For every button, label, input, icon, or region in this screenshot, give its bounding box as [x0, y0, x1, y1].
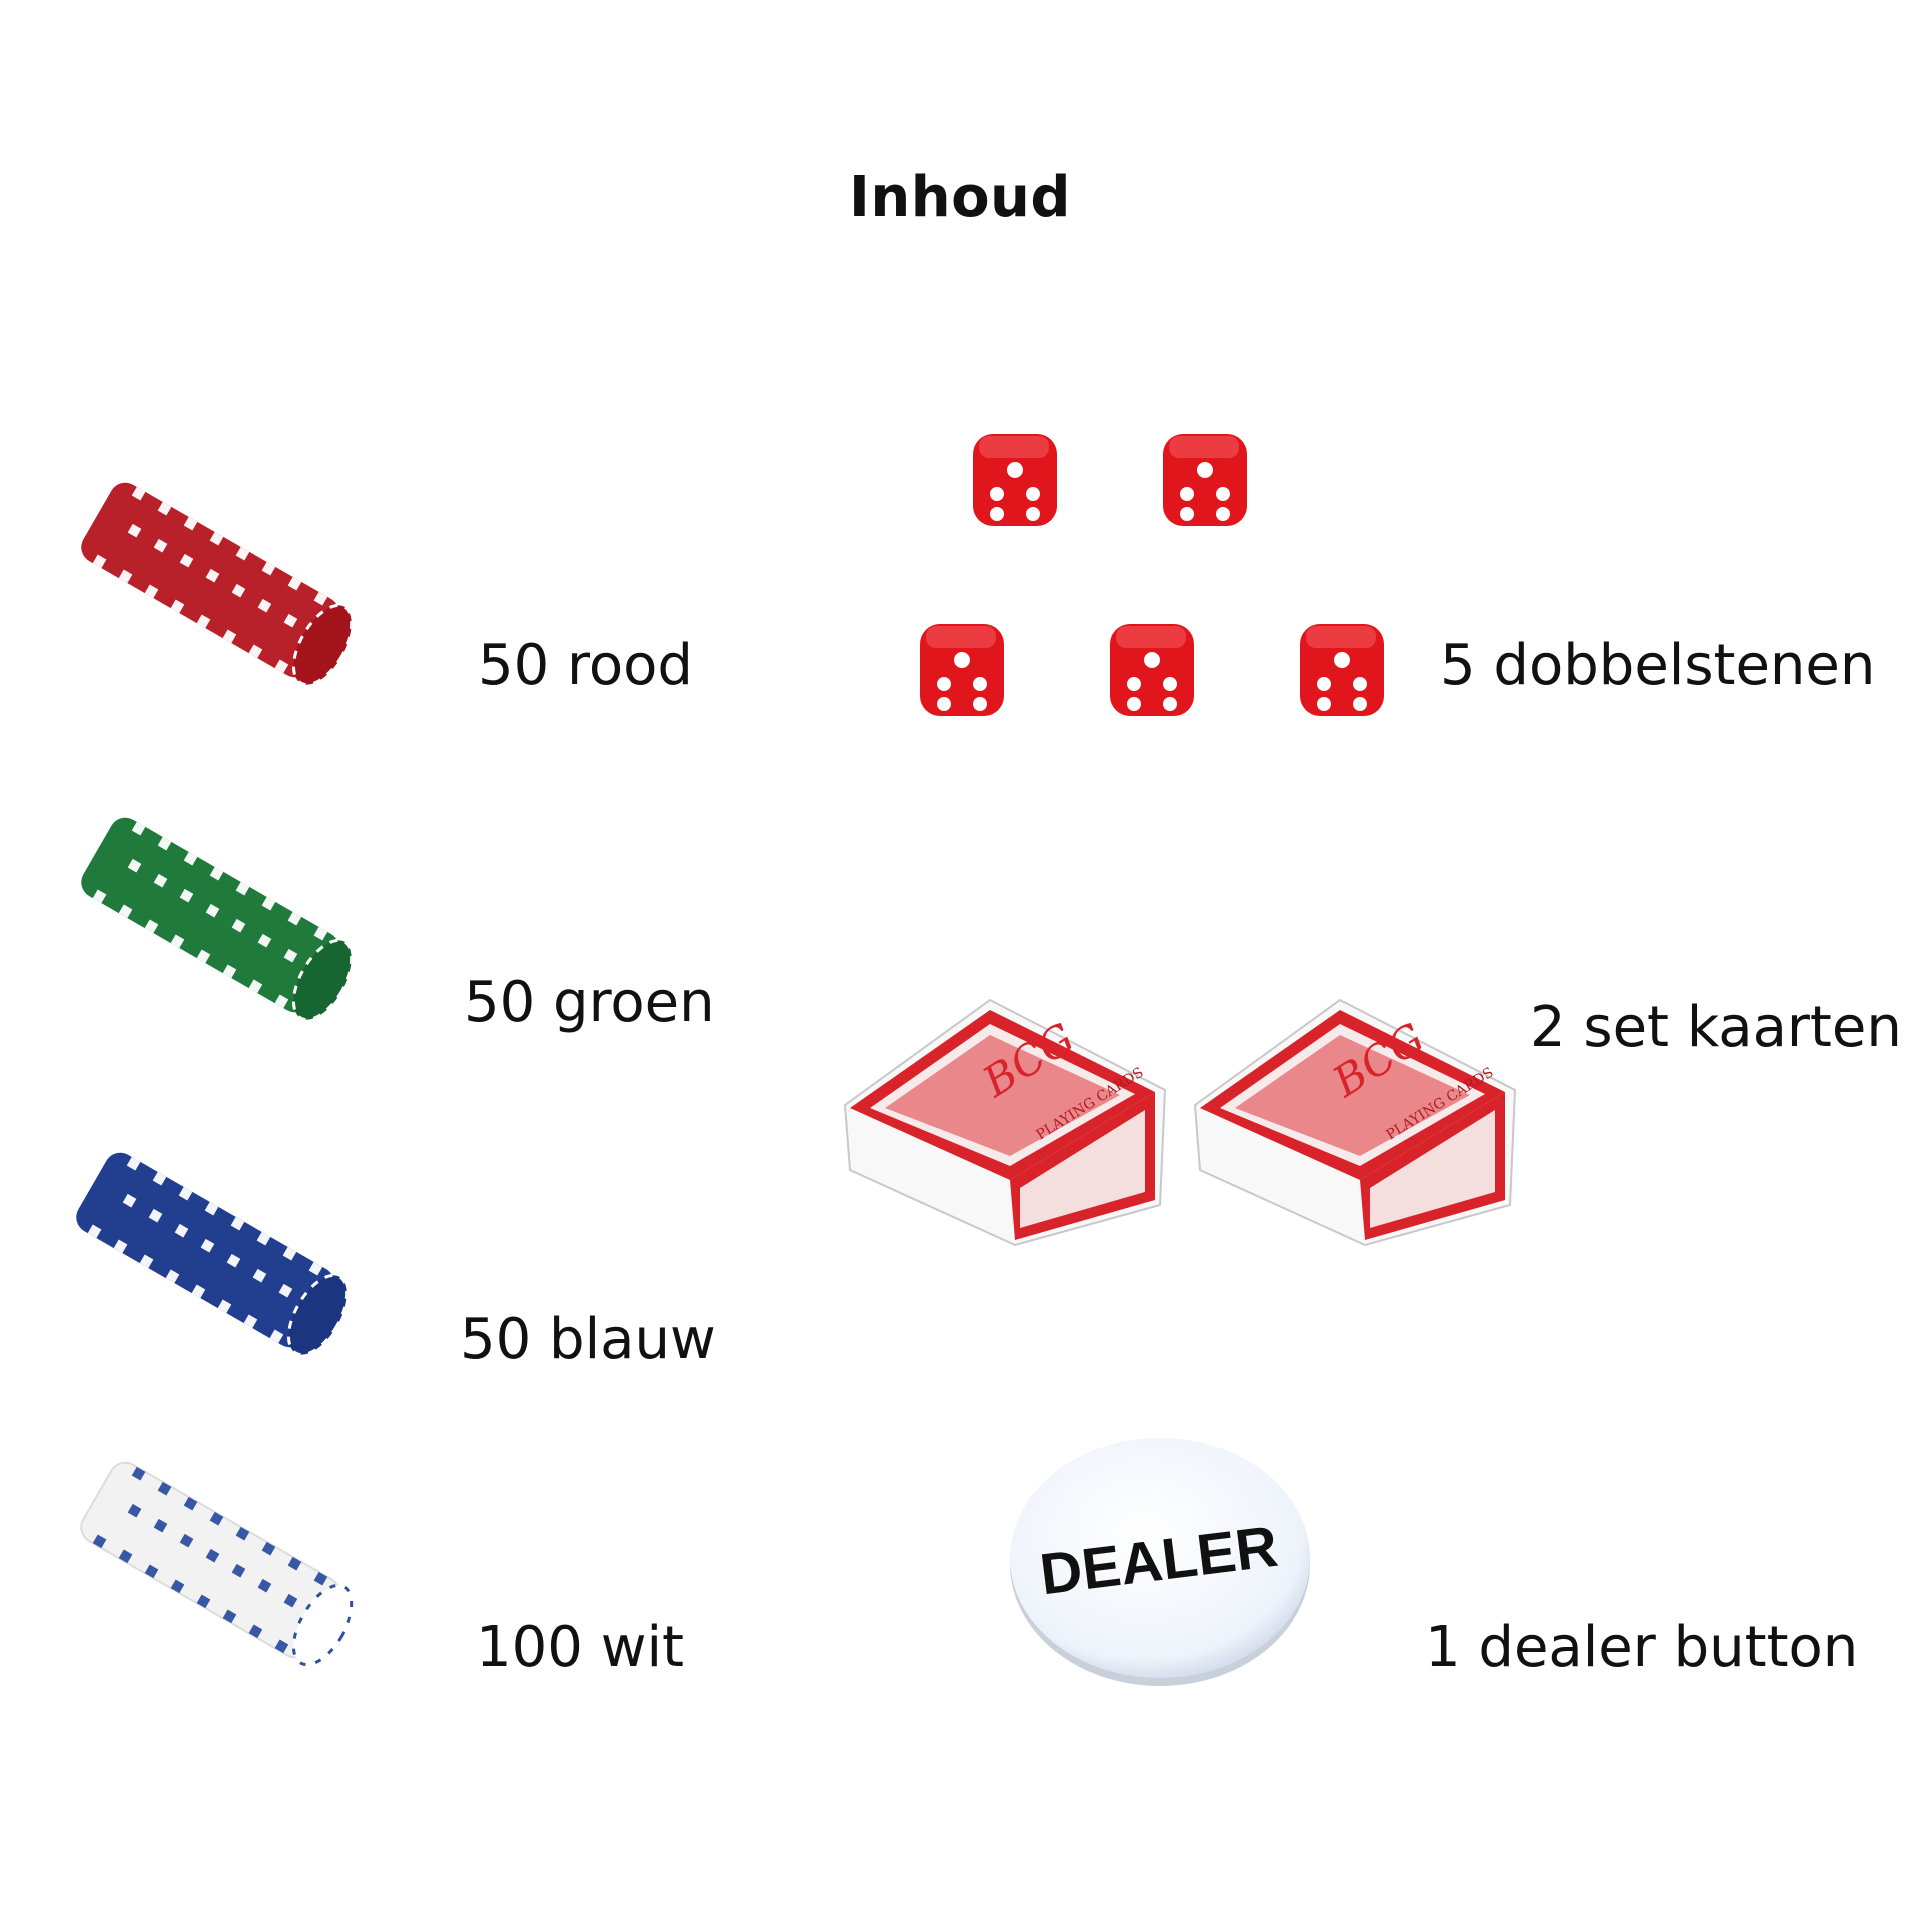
dealer-button-image: DEALER — [1000, 1430, 1320, 1690]
die-3 — [920, 624, 1004, 716]
blue-chips-label: 50 blauw — [460, 1307, 716, 1372]
die-4 — [1110, 624, 1194, 716]
red-chips-label: 50 rood — [478, 633, 693, 698]
dealer-button-label: 1 dealer button — [1425, 1615, 1859, 1680]
die-5 — [1300, 624, 1384, 716]
red-chip-stack-image — [60, 460, 360, 700]
green-chips-label: 50 groen — [464, 970, 715, 1035]
white-chip-stack-image — [60, 1440, 360, 1680]
card-decks-image: BCG PLAYING CARDS BCG PLAYING CARDS — [830, 960, 1550, 1260]
die-1 — [973, 434, 1057, 526]
blue-chip-stack-image — [55, 1130, 355, 1370]
white-chips-label: 100 wit — [476, 1615, 685, 1680]
cards-label: 2 set kaarten — [1530, 995, 1902, 1060]
dice-image — [900, 420, 1420, 760]
green-chip-stack-image — [60, 795, 360, 1035]
page-title: Inhoud — [849, 165, 1071, 230]
dice-label: 5 dobbelstenen — [1440, 633, 1876, 698]
die-2 — [1163, 434, 1247, 526]
